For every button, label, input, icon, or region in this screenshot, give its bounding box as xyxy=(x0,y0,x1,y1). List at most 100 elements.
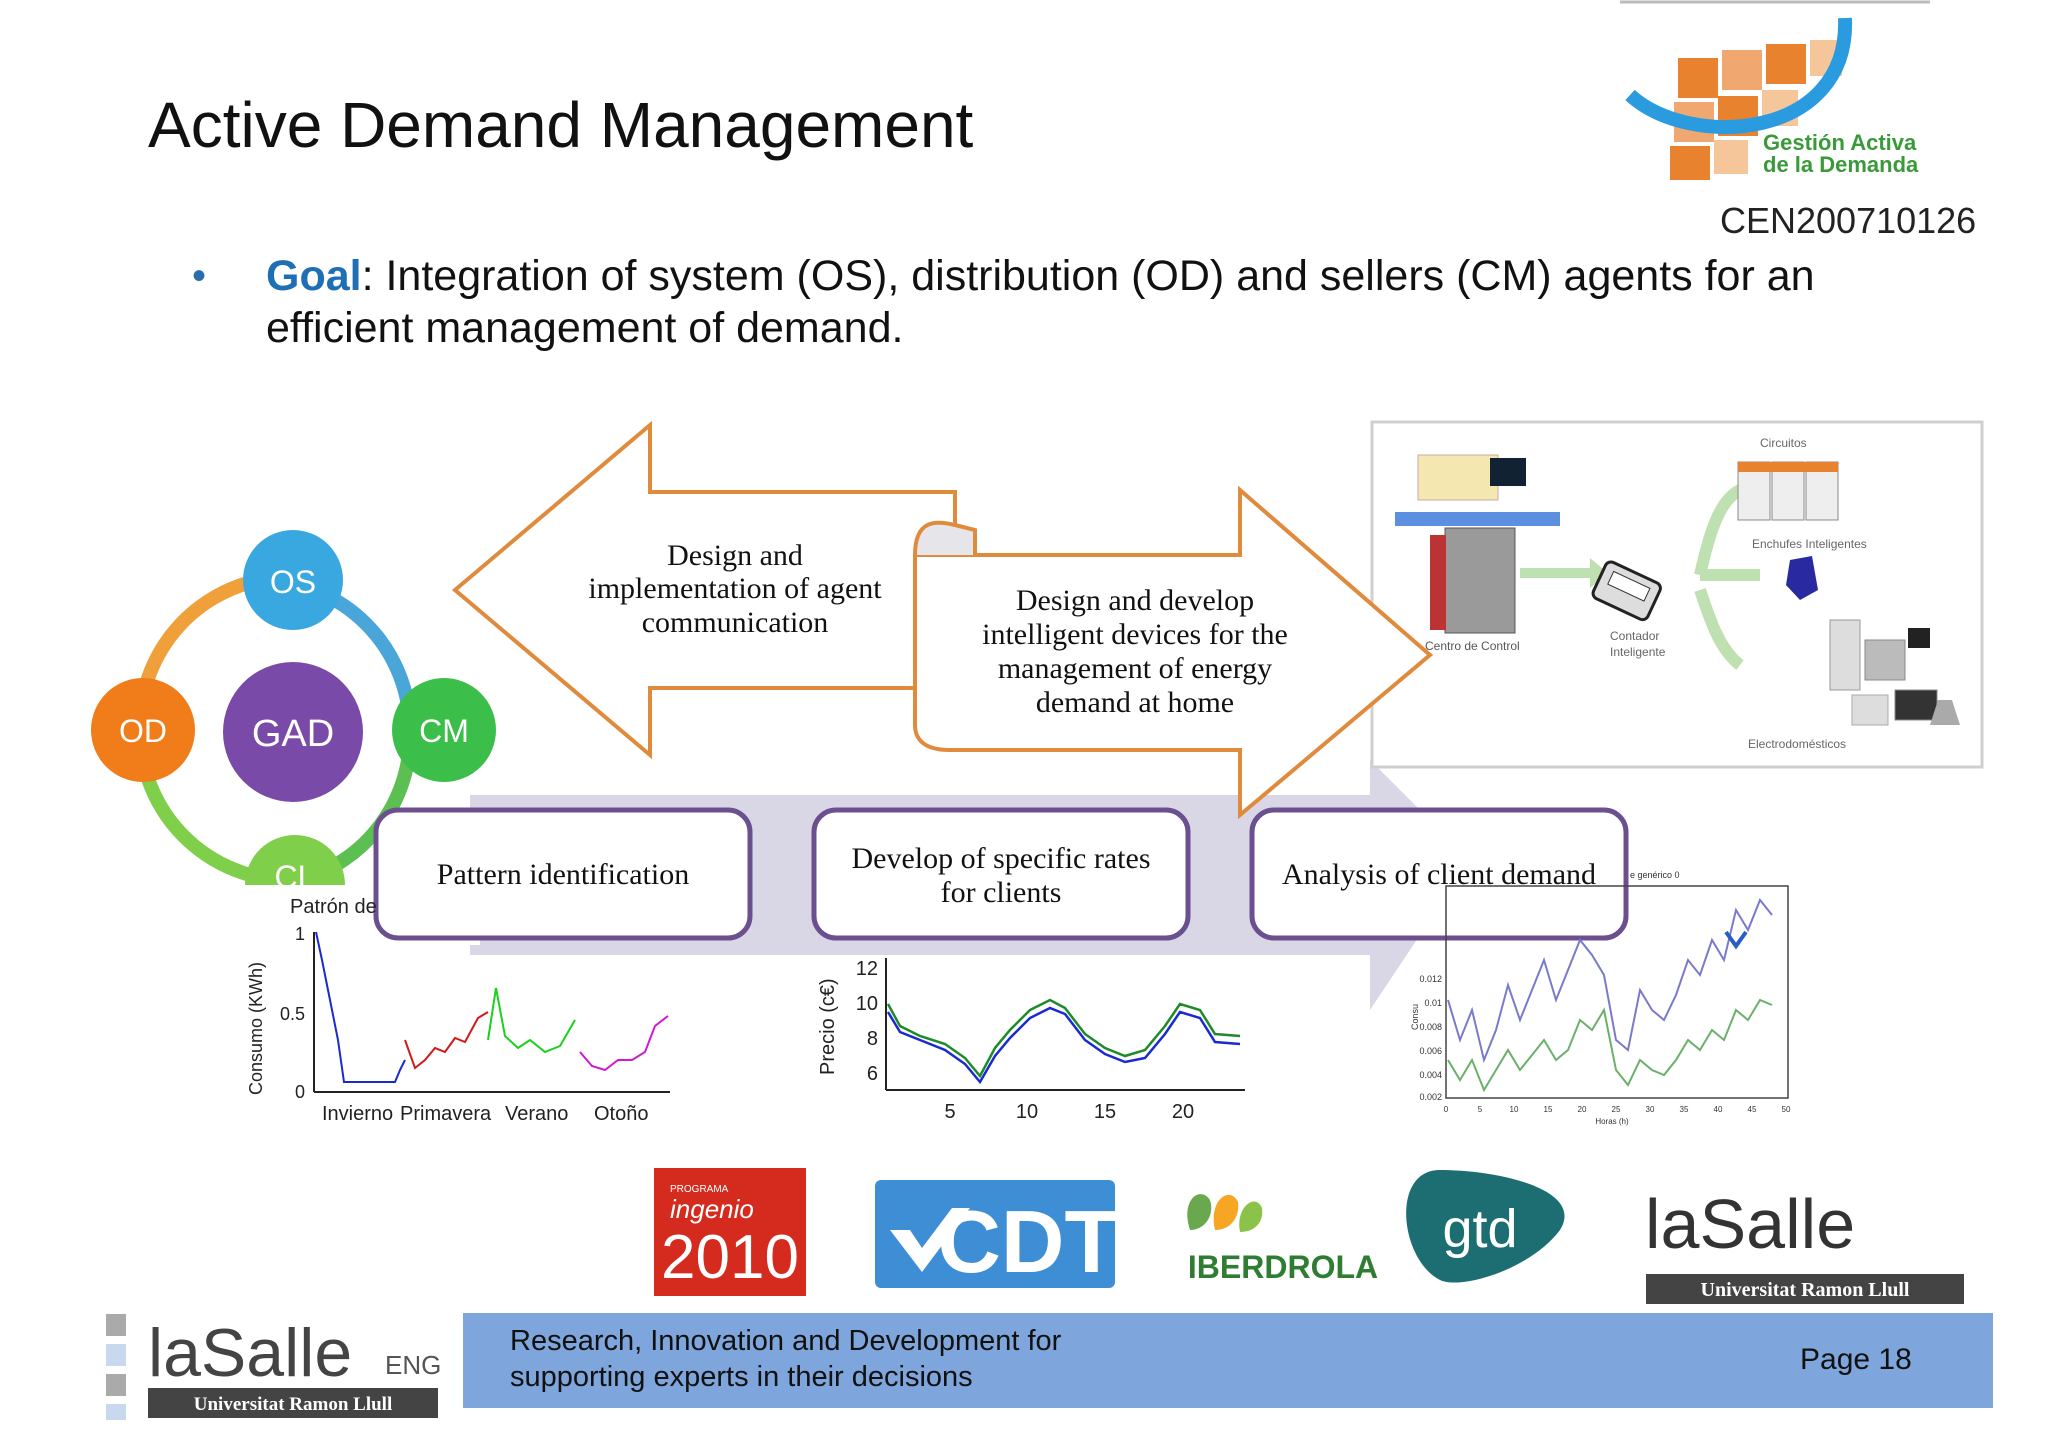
chart2-xtick-2: 10 xyxy=(1016,1101,1038,1123)
control-monitor-icon xyxy=(1490,458,1526,486)
right-arrow-line1: Design and develop xyxy=(1016,584,1254,617)
iberdrola-leaf-icon-3 xyxy=(1239,1201,1263,1232)
chart3-ytick-6: 0.002 xyxy=(1419,1092,1442,1102)
page-title: Active Demand Management xyxy=(148,89,974,161)
chart2-ytick-1: 12 xyxy=(856,958,878,980)
chart3-xtick-3: 10 xyxy=(1510,1105,1519,1114)
pattern-identification-label: Pattern identification xyxy=(437,858,689,891)
chart3-xtick-1: 0 xyxy=(1444,1105,1449,1114)
lasalle-sponsor-text: laSalle xyxy=(1645,1185,1855,1263)
microwave-icon xyxy=(1894,689,1938,721)
agent-od-label: OD xyxy=(119,713,167,749)
chart2-ytick-3: 8 xyxy=(867,1028,878,1050)
footer-lasalle-logo: laSalle ENG Universitat Ramon Llull xyxy=(106,1314,441,1420)
chart2-ytick-4: 6 xyxy=(867,1063,878,1085)
chart3-title-fragment: e genérico 0 xyxy=(1630,870,1680,880)
ingenio-word: ingenio xyxy=(670,1194,754,1224)
chart3-ytick-5: 0.004 xyxy=(1419,1070,1442,1080)
footer-bar xyxy=(463,1313,1993,1408)
home-circuits-label: Circuitos xyxy=(1760,436,1807,450)
dishwasher-icon xyxy=(1851,694,1889,726)
arrow-curl-icon xyxy=(913,520,977,556)
left-arrow-line2: implementation of agent xyxy=(588,572,882,605)
logo-swoosh xyxy=(1625,17,1853,134)
iberdrola-text: IBERDROLA xyxy=(1188,1249,1378,1285)
agent-os-label: OS xyxy=(270,564,316,600)
agent-gad-node xyxy=(223,662,363,802)
chart2-ylabel: Precio (c€) xyxy=(817,978,839,1075)
home-diagram: Circuitos Centro de Control Contador Int… xyxy=(1370,420,1984,769)
chart2-xtick-4: 20 xyxy=(1172,1101,1194,1123)
page-number: Page 18 xyxy=(1800,1343,1912,1376)
chart3-xlabel: Horas (h) xyxy=(1595,1117,1629,1126)
footer-university-text: Universitat Ramon Llull xyxy=(194,1394,392,1415)
smart-meter-icon xyxy=(1591,560,1662,622)
chart3-xtick-10: 45 xyxy=(1748,1105,1757,1114)
meter-label-line2: Inteligente xyxy=(1610,645,1666,659)
specific-rates-line1: Develop of specific rates xyxy=(851,842,1150,875)
meter-label-line1: Contador xyxy=(1610,629,1659,643)
right-arrow-line2: intelligent devices for the xyxy=(982,618,1288,651)
home-plugs-label: Enchufes Inteligentes xyxy=(1752,537,1867,551)
chart1-season-4: Otoño xyxy=(594,1103,648,1125)
specific-rates-line2: for clients xyxy=(941,876,1062,909)
iberdrola-leaf-icon-2 xyxy=(1213,1194,1239,1230)
goal-keyword: Goal xyxy=(266,252,362,300)
chart3-ytick-1: 0.012 xyxy=(1419,974,1442,984)
chart-price: 12 10 8 6 Precio (c€) 5 10 15 20 xyxy=(817,958,1245,1123)
agent-od-node xyxy=(91,678,195,782)
footer-tagline: Research, Innovation and Development for… xyxy=(510,1325,1062,1393)
logo-square-2 xyxy=(106,1344,126,1366)
control-bus-icon xyxy=(1395,512,1560,526)
control-screen-icon xyxy=(1417,454,1499,501)
chart1-season-2: Primavera xyxy=(400,1103,492,1125)
chart-consumption-pattern: Patrón de 1 0.5 0 Consumo (KWh) Invierno… xyxy=(246,896,670,1125)
footer-lasalle-text: laSalle xyxy=(148,1315,352,1391)
chart3-xtick-6: 25 xyxy=(1612,1105,1621,1114)
ingenio-logo: PROGRAMA ingenio 2010 xyxy=(654,1168,806,1296)
smart-plug-icon xyxy=(1786,556,1818,600)
link-arrow-icon xyxy=(1520,558,1608,588)
branch-arrow-up xyxy=(1694,484,1744,577)
chart1-ylabel: Consumo (KWh) xyxy=(246,962,266,1095)
chart3-xtick-7: 30 xyxy=(1646,1105,1655,1114)
right-arrow-line4: demand at home xyxy=(1036,686,1234,719)
hood-icon xyxy=(1930,700,1960,725)
chart2-xtick-3: 15 xyxy=(1094,1101,1116,1123)
chart3-ytick-3: 0.008 xyxy=(1419,1022,1442,1032)
washer-icon xyxy=(1864,639,1906,681)
logo-square-1 xyxy=(106,1314,126,1336)
chart3-xtick-4: 15 xyxy=(1544,1105,1553,1114)
ingenio-small-text: PROGRAMA xyxy=(670,1184,729,1195)
chart1-season-1: Invierno xyxy=(322,1103,393,1125)
right-arrow-line3: management of energy xyxy=(998,652,1272,685)
agent-cm-label: CM xyxy=(419,713,469,749)
chart3-ytick-2: 0.01 xyxy=(1424,998,1442,1008)
gtd-logo: gtd xyxy=(1406,1170,1565,1283)
gtd-text: gtd xyxy=(1442,1199,1517,1259)
chart3-xtick-5: 20 xyxy=(1578,1105,1587,1114)
agent-ring: OS OD CM GAD CL xyxy=(91,530,496,945)
logo-square-3 xyxy=(106,1374,126,1396)
iberdrola-leaf-icon-1 xyxy=(1187,1194,1212,1230)
home-appliances-label: Electrodomésticos xyxy=(1748,737,1846,751)
gad-logo: Gestión Activa de la Demanda xyxy=(1620,0,1930,180)
chart3-frame xyxy=(1445,885,1789,1099)
process-diagram: Circuitos Centro de Control Contador Int… xyxy=(91,420,1984,1126)
chart3-xtick-8: 35 xyxy=(1680,1105,1689,1114)
chart1-title: Patrón de xyxy=(290,896,377,918)
lasalle-sponsor-logo: laSalle Universitat Ramon Llull xyxy=(1645,1185,1964,1304)
iberdrola-logo: IBERDROLA xyxy=(1187,1194,1378,1285)
logo-square-4 xyxy=(106,1404,126,1420)
client-demand-box xyxy=(1249,807,1629,941)
sponsor-logos: PROGRAMA ingenio 2010 CDTI IBERDROLA gtd… xyxy=(654,1168,1964,1304)
left-arrow-line1: Design and xyxy=(667,539,803,572)
fridge-icon xyxy=(1829,619,1861,691)
chart1-ytick-1: 1 xyxy=(295,924,305,944)
specific-rates-box xyxy=(811,807,1191,941)
cdti-text: CDTI xyxy=(937,1192,1142,1291)
bullet-icon: • xyxy=(192,254,207,298)
chart2-xtick-1: 5 xyxy=(944,1101,955,1123)
branch-arrow-down xyxy=(1694,588,1744,670)
server-rack-icon xyxy=(1444,527,1516,634)
